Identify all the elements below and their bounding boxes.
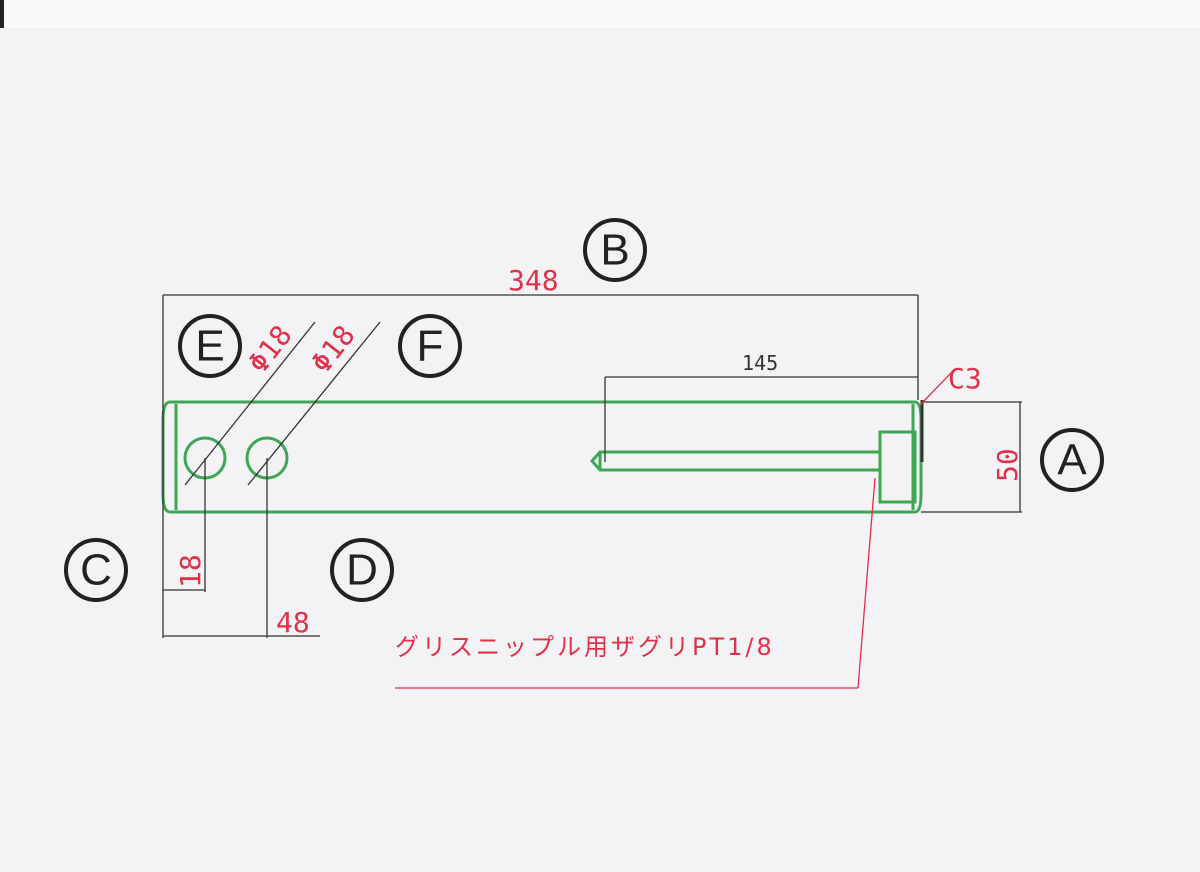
counterbore (878, 430, 917, 504)
svg-text:C: C (80, 546, 112, 595)
dim-chamfer: C3 (948, 362, 982, 395)
svg-text:E: E (195, 322, 224, 371)
dim-overall-length: 348 (508, 264, 559, 297)
label-f: F (398, 314, 462, 378)
scan-top-band (0, 0, 1200, 28)
scan-edge (0, 0, 4, 28)
shaft-part (161, 400, 923, 514)
grease-nipple-note: グリスニップル用ザグリPT1/8 (395, 633, 775, 661)
dim-hole1-offset: 18 (174, 554, 207, 588)
label-d: D (330, 538, 394, 602)
dim-hole2-diameter: Φ18 (305, 319, 362, 379)
label-c: C (64, 538, 128, 602)
svg-text:B: B (600, 226, 629, 275)
label-a: A (1040, 428, 1104, 492)
svg-text:F: F (417, 322, 444, 371)
dim-hole2-offset: 48 (276, 606, 310, 639)
svg-text:D: D (346, 546, 378, 595)
dim-height: 50 (991, 448, 1024, 482)
label-e: E (178, 314, 242, 378)
dim-hole1-diameter: Φ18 (242, 319, 299, 379)
label-b: B (583, 218, 647, 282)
svg-text:A: A (1057, 436, 1087, 485)
dim-slot-length: 145 (742, 351, 778, 375)
grease-slot (589, 450, 880, 472)
dimension-lines (162, 294, 1022, 689)
